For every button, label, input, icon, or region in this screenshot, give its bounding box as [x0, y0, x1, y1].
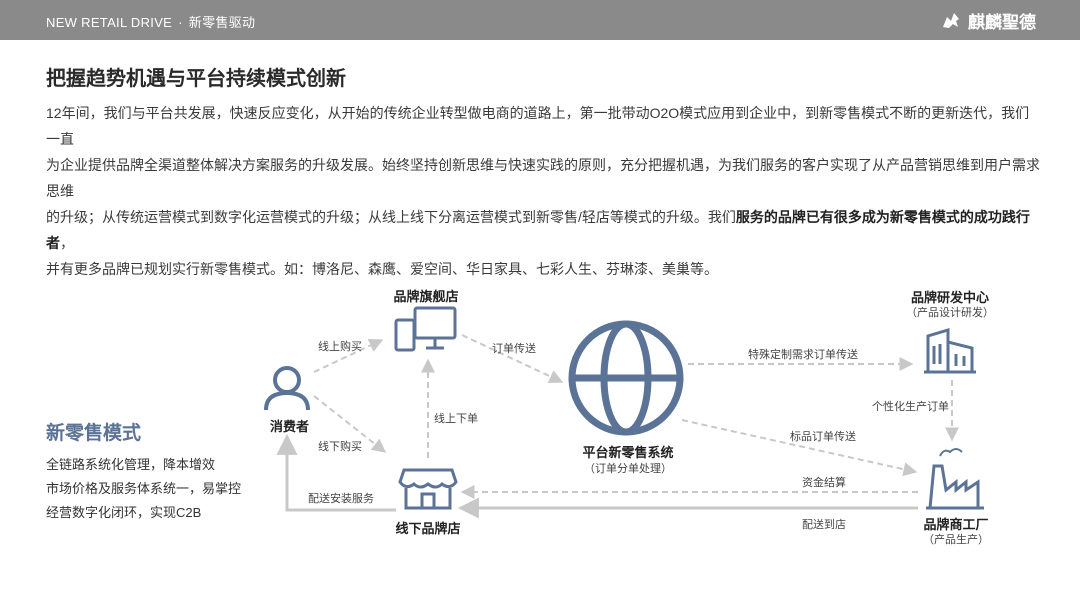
- arrow-offline-buy: [313, 395, 387, 453]
- factory-icon: [926, 448, 984, 510]
- platform-label: 平台新零售系统: [582, 445, 674, 460]
- factory-label: 品牌商工厂: [923, 517, 989, 532]
- intro-paragraph: 12年间，我们与平台共发展，快速反应变化，从开始的传统企业转型做电商的道路上，第…: [46, 100, 1040, 282]
- arrow-deliver-install: [276, 433, 396, 512]
- factory-sublabel: （产品生产）: [923, 534, 989, 546]
- header-bar: NEW RETAIL DRIVE · 新零售驱动 麒麟聖德: [0, 0, 1080, 40]
- page-title: 把握趋势机遇与平台持续模式创新: [46, 68, 346, 90]
- consumer-icon: [264, 366, 310, 411]
- paragraph-line-3-pre: 的升级；从传统运营模式到数字化运营模式的升级；从线上线下分离运营模式到新零售/轻…: [46, 209, 736, 225]
- arrow-online-buy: [313, 339, 384, 373]
- flagship-label: 品牌旗舰店: [393, 289, 459, 304]
- rnd-sublabel: （产品设计研发）: [906, 307, 994, 319]
- qilin-logo-icon: [943, 13, 959, 28]
- paragraph-line-1: 12年间，我们与平台共发展，快速反应变化，从开始的传统企业转型做电商的道路上，第…: [46, 105, 1030, 147]
- mode-item-3: 经营数字化闭环，实现C2B: [46, 505, 202, 520]
- paragraph-line-4: 并有更多品牌已规划实行新零售模式。如：博洛尼、森鹰、爱空间、华日家具、七彩人生、…: [46, 261, 718, 277]
- mode-item-1: 全链路系统化管理，降本增效: [46, 457, 216, 472]
- globe-icon: [568, 320, 684, 436]
- header-separator: ·: [178, 15, 183, 30]
- brand-logo: 麒麟聖德: [940, 8, 1036, 32]
- arrow-order-transfer: [461, 334, 564, 383]
- paragraph-line-3: 的升级；从传统运营模式到数字化运营模式的升级；从线上线下分离运营模式到新零售/轻…: [46, 204, 1040, 256]
- header-title: NEW RETAIL DRIVE: [46, 15, 173, 30]
- edge-label-online-order: 线上下单: [434, 413, 478, 425]
- paragraph-line-3-post: ，: [60, 235, 74, 251]
- edge-label-offline-buy: 线下购买: [318, 441, 362, 453]
- paragraph-line-2: 为企业提供品牌全渠道整体解决方案服务的升级发展。始终坚持创新思维与快速实践的原则…: [46, 157, 1040, 199]
- mode-title: 新零售模式: [46, 423, 142, 444]
- buildings-icon: [924, 327, 976, 374]
- offline-store-icon: [398, 468, 458, 510]
- mode-item-2: 市场价格及服务体系统一，易掌控: [46, 481, 242, 496]
- header-breadcrumb: NEW RETAIL DRIVE · 新零售驱动: [46, 12, 255, 31]
- paragraph-highlight: 服务的品牌已有很多成为新零售模式的成功践行者: [46, 209, 1030, 251]
- edge-label-standard-order: 标品订单传送: [790, 431, 856, 443]
- edge-label-settlement: 资金结算: [802, 477, 846, 489]
- edge-label-deliver-store: 配送到店: [802, 519, 846, 531]
- offline-store-label: 线下品牌店: [395, 521, 461, 536]
- brand-name: 麒麟聖德: [968, 12, 1036, 32]
- edge-label-online-buy: 线上购买: [318, 341, 362, 353]
- header-subtitle: 新零售驱动: [188, 15, 256, 30]
- edge-label-order-transfer: 订单传送: [492, 343, 536, 355]
- platform-sublabel: （订单分单处理）: [584, 463, 672, 475]
- edge-label-deliver-install: 配送安装服务: [308, 493, 374, 505]
- consumer-label: 消费者: [270, 419, 310, 434]
- edge-label-special-order: 特殊定制需求订单传送: [748, 349, 858, 361]
- edge-label-custom-production: 个性化生产订单: [872, 401, 949, 413]
- rnd-label: 品牌研发中心: [910, 290, 990, 305]
- flagship-store-icon: [394, 306, 457, 352]
